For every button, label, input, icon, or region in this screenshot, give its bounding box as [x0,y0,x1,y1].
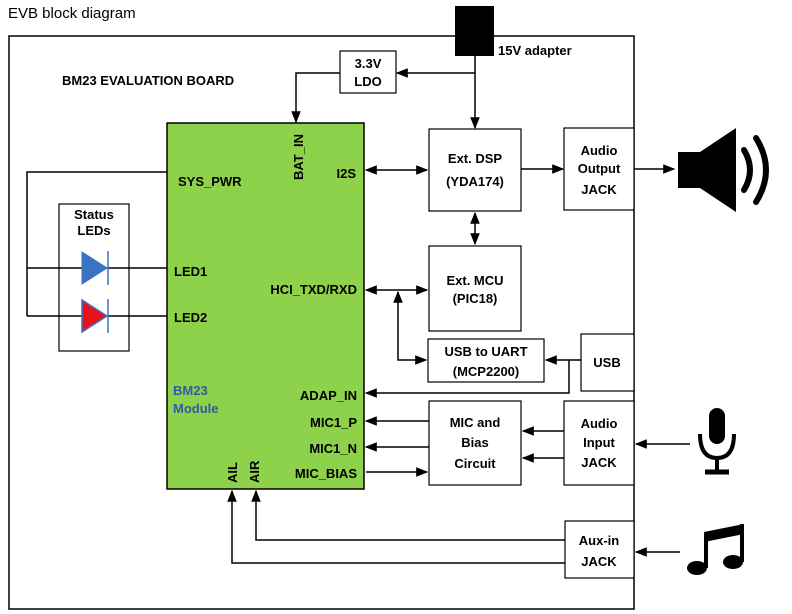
music-note-icon [687,524,744,575]
pin-led2: LED2 [174,310,207,325]
pin-bat-in: BAT_IN [291,134,306,180]
aux-in-label-2: JACK [581,554,617,569]
pin-i2s: I2S [336,166,356,181]
status-leds-label-2: LEDs [77,223,110,238]
module-name-1: BM23 [173,383,208,398]
status-leds-box [58,203,130,352]
pin-mic1-n: MIC1_N [309,441,357,456]
pin-ail: AIL [225,462,240,483]
pin-led1: LED1 [174,264,207,279]
pin-adap-in: ADAP_IN [300,388,357,403]
board-title: BM23 EVALUATION BOARD [62,73,234,88]
audio-in-label-3: JACK [581,455,617,470]
led1-diode-icon [81,251,108,285]
pin-mic1-p: MIC1_P [310,415,357,430]
board-outline [8,35,635,610]
mcu-label-2: (PIC18) [453,291,498,306]
aux-in-label-1: Aux-in [579,533,620,548]
pin-mic-bias: MIC_BIAS [295,466,357,481]
audio-in-label-1: Audio [581,416,618,431]
dsp-label-1: Ext. DSP [448,151,503,166]
pin-air: AIR [247,460,262,483]
aux-in-jack [564,520,635,579]
mcu-label-1: Ext. MCU [446,273,503,288]
mic-bias-label-2: Bias [461,435,488,450]
page-title: EVB block diagram [8,5,136,22]
dsp-block [428,128,522,212]
audio-input-jack [563,400,635,486]
adapter-label: 15V adapter [498,43,572,58]
mic-bias-label-1: MIC and [450,415,501,430]
ldo-block [339,50,397,94]
status-leds-label-1: Status [74,207,114,222]
led2-diode-icon [81,298,109,334]
bm23-module [166,122,365,490]
mcu-block [428,245,522,332]
audio-out-label-3: JACK [581,182,617,197]
adapter-block [455,6,494,56]
usb-label: USB [593,355,620,370]
module-name-2: Module [173,401,219,416]
pin-hci: HCI_TXD/RXD [270,282,357,297]
audio-out-label-1: Audio [581,143,618,158]
audio-in-label-2: Input [583,435,615,450]
mic-bias-label-3: Circuit [454,456,496,471]
microphone-icon [698,408,736,475]
ldo-label-1: 3.3V [355,56,382,71]
connections [227,56,690,564]
speaker-icon [678,128,769,212]
ldo-label-2: LDO [354,74,381,89]
audio-out-label-2: Output [578,161,621,176]
usb-uart-label-1: USB to UART [444,344,527,359]
dsp-label-2: (YDA174) [446,174,504,189]
usb-uart-block [427,338,545,383]
mic-bias-block [428,400,522,486]
usb-block [580,333,635,392]
usb-uart-label-2: (MCP2200) [453,364,519,379]
pin-sys-pwr: SYS_PWR [178,174,242,189]
